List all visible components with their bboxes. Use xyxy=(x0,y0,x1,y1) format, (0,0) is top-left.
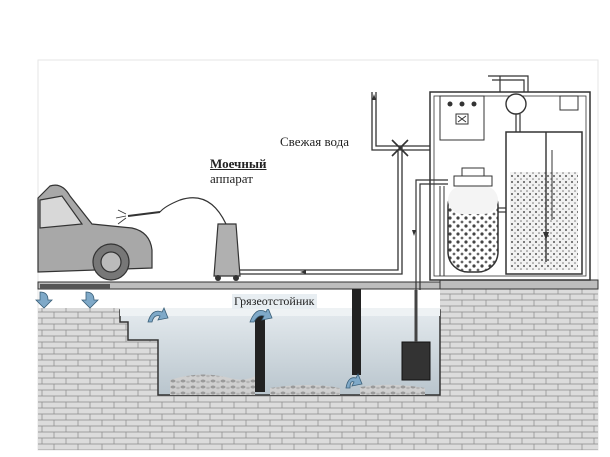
arrow-icon xyxy=(543,232,549,240)
arrow-icon xyxy=(300,270,306,274)
clean-water-tank xyxy=(505,131,583,275)
sediment-layer-2 xyxy=(270,385,340,395)
car xyxy=(37,184,153,281)
sludge-settling-tank xyxy=(119,289,441,396)
fresh-water-label: Свежая вода xyxy=(280,134,350,149)
arrow-icon xyxy=(412,230,416,236)
arrow-icon xyxy=(372,94,376,100)
baffle-wall xyxy=(255,316,265,392)
baffle-wall xyxy=(352,289,361,375)
fresh-water-pipe xyxy=(240,92,430,275)
ground-brickwork xyxy=(38,288,598,450)
sludge-tank-label: Грязеотстойник xyxy=(232,294,317,309)
down-arrow-icon xyxy=(81,291,99,309)
pipe-flow-arrow xyxy=(300,94,416,274)
sediment-layer xyxy=(170,374,255,395)
down-arrow-icon xyxy=(35,291,53,309)
recirculation-pipe xyxy=(415,114,521,290)
water-spray xyxy=(115,209,127,225)
washer-hose xyxy=(159,197,227,225)
valve-icon xyxy=(391,139,409,157)
pressure-washer-label: Моечный xyxy=(210,156,267,171)
circulation-pump xyxy=(505,93,527,115)
ground-surface xyxy=(37,279,599,290)
status-indicator xyxy=(559,95,579,111)
pressure-washer xyxy=(115,197,241,281)
curved-arrow-icon xyxy=(345,373,363,389)
filter-valve xyxy=(461,167,485,177)
spray-lance xyxy=(127,211,161,217)
curved-arrow-icon xyxy=(249,307,273,323)
sand-filter xyxy=(439,167,499,276)
flow-arrows xyxy=(35,291,363,389)
curved-arrow-icon xyxy=(147,307,169,323)
drain-grate xyxy=(40,284,110,289)
sediment-layer-3 xyxy=(360,384,425,395)
submersible-pump xyxy=(401,341,431,381)
pressure-washer-label-line2: аппарат xyxy=(210,171,253,186)
